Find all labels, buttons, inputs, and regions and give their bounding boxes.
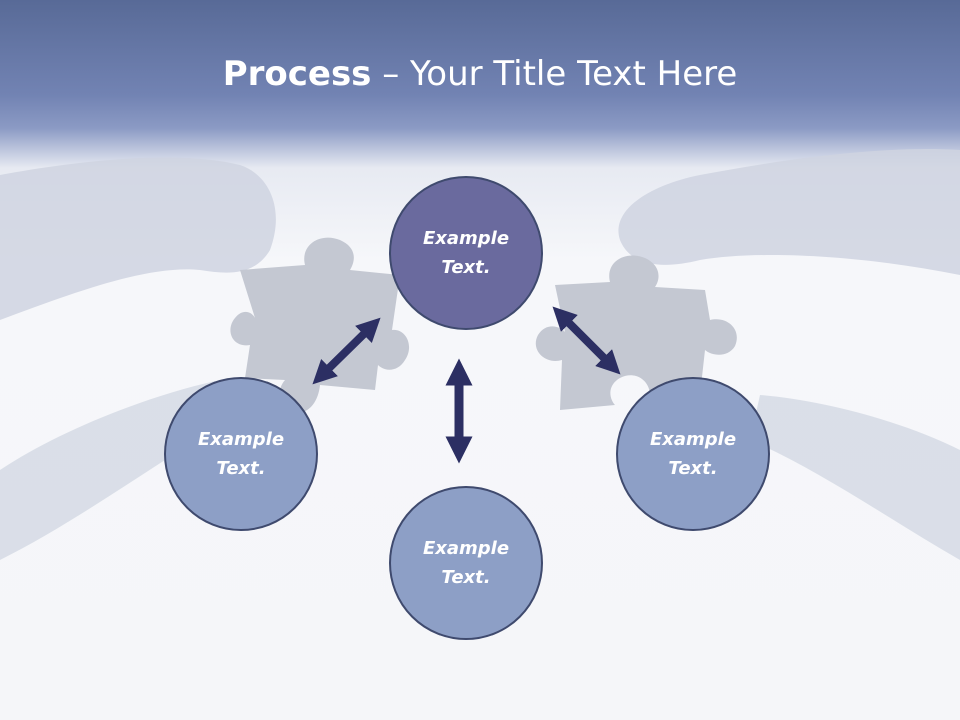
right-hand-shape <box>618 149 960 275</box>
process-node-right-text: Example Text. <box>649 429 737 479</box>
process-node-top-text: Example Text. <box>422 228 510 278</box>
arrow-top-right <box>552 306 621 375</box>
left-hand-shape <box>0 157 276 320</box>
process-node-left: Example Text. <box>164 377 318 531</box>
title-rest-part: – Your Title Text Here <box>371 54 738 94</box>
right-lower-hand-shape <box>750 395 960 560</box>
process-node-bottom-text: Example Text. <box>422 538 510 588</box>
process-node-bottom: Example Text. <box>389 486 543 640</box>
title-bold-part: Process <box>222 54 372 94</box>
process-node-right: Example Text. <box>616 377 770 531</box>
process-node-left-text: Example Text. <box>197 429 285 479</box>
arrow-top-left <box>312 317 381 385</box>
slide-title: Process – Your Title Text Here <box>0 52 960 96</box>
process-node-top: Example Text. <box>389 176 543 330</box>
